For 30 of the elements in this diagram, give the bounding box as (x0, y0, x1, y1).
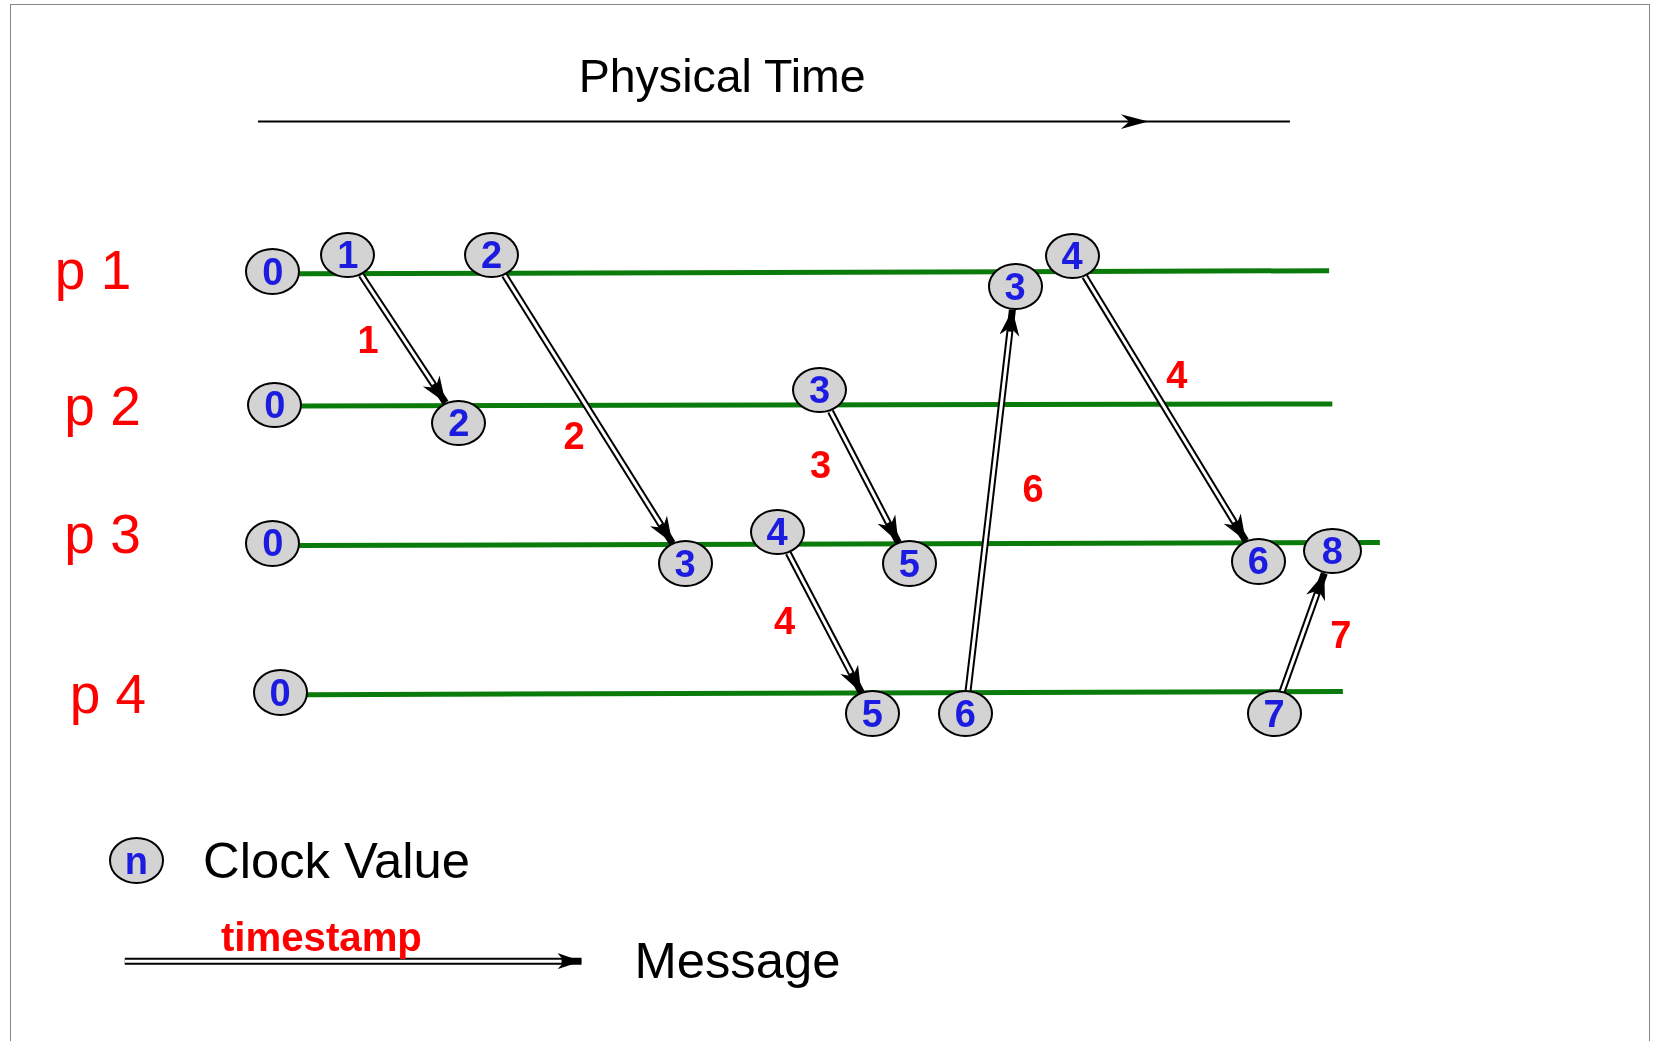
edge-label: 4 (774, 601, 796, 640)
clock-value-ellipse: 3 (657, 540, 713, 587)
clock-value-ellipse: 0 (252, 669, 308, 716)
edge-label: 3 (809, 446, 832, 485)
clock-value-ellipse: 1 (320, 231, 376, 279)
clock-value-ellipse: 3 (987, 263, 1043, 310)
edge-label: 2 (563, 416, 585, 455)
clock-value-ellipse: 0 (245, 520, 301, 567)
edge-label: 4 (1166, 356, 1188, 395)
clock-value-ellipse: 0 (245, 248, 301, 295)
legend-ellipse-icon: n (108, 837, 164, 884)
edge-label: 1 (357, 321, 379, 360)
clock-value-ellipse: 3 (792, 366, 847, 414)
heading-label: Physical Time (578, 52, 866, 100)
legend-sample-label: timestamp (221, 917, 422, 958)
edge-label: 7 (1330, 616, 1352, 655)
clock-value-ellipse: 2 (431, 399, 487, 447)
edge-label: 6 (1022, 469, 1044, 508)
clock-value-ellipse: 7 (1246, 690, 1302, 737)
clock-value-ellipse: 4 (1044, 232, 1100, 280)
clock-value-ellipse: 6 (937, 690, 993, 737)
clock-value-ellipse: 5 (881, 540, 937, 587)
clock-value-ellipse: 8 (1302, 527, 1362, 575)
clock-value-ellipse: 4 (749, 508, 805, 556)
clock-value-ellipse: 0 (247, 381, 303, 429)
legend-text: Message (634, 935, 841, 987)
legend-text: Clock Value (203, 835, 471, 887)
clock-value-ellipse: 2 (464, 231, 520, 279)
clock-value-ellipse: 6 (1230, 538, 1286, 585)
clock-value-ellipse: 5 (844, 690, 900, 737)
